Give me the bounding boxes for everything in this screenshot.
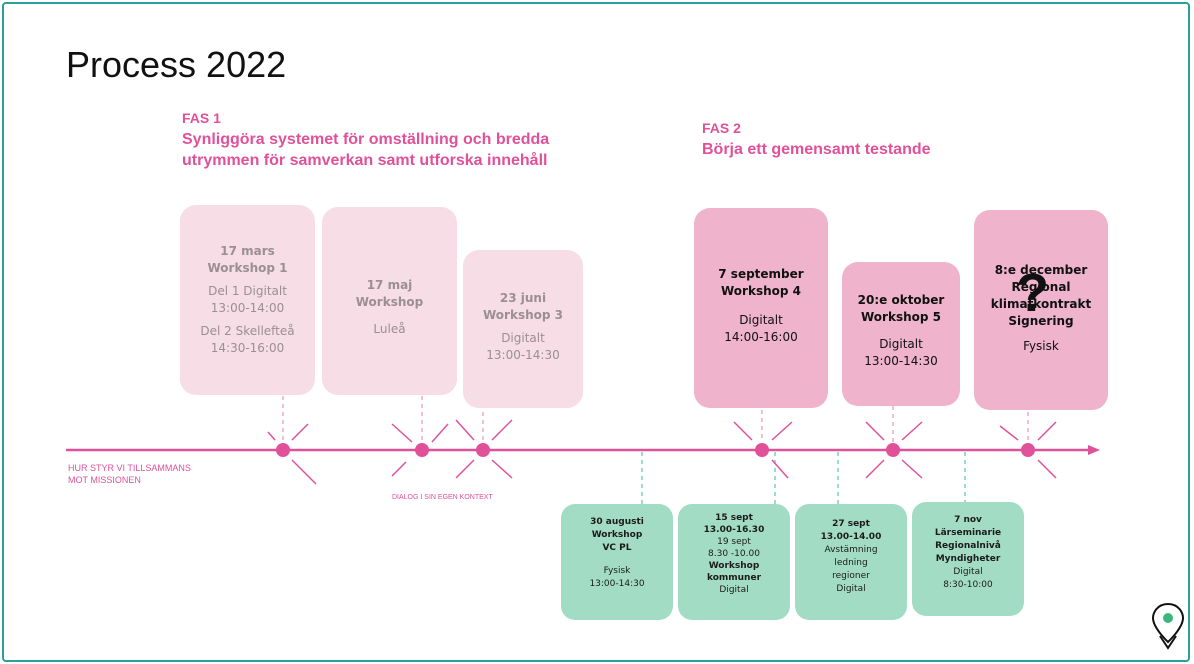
activity-3-date: 27 sept <box>832 519 870 529</box>
activity-3-title: Avstämning <box>824 545 878 555</box>
workshop-6-subtitle: klimatkontrakt <box>990 297 1092 311</box>
activity-1-date: 30 augusti <box>590 517 644 527</box>
activity-4-mode: Digital <box>953 567 983 577</box>
activity-card-3: 27 sept 13.00-14.00 Avstämning ledning r… <box>795 504 907 620</box>
activity-card-2: 15 sept 13.00-16.30 19 sept 8.30 -10.00 … <box>678 504 790 620</box>
timeline-label-line-2: MOT MISSIONEN <box>68 475 141 485</box>
activity-2-time-2: 8.30 -10.00 <box>708 549 760 559</box>
node-8-december <box>1021 443 1035 457</box>
workshop-3-date: 23 juni <box>499 291 547 305</box>
phase-2-heading: FAS 2 Börja ett gemensamt testande <box>702 118 931 160</box>
activity-4-title: Lärseminarie <box>934 528 1002 538</box>
activity-2-mode: Digital <box>719 585 749 595</box>
phase-2-label: FAS 2 <box>702 120 741 136</box>
activity-3-line-4: ledning <box>834 558 868 568</box>
workshop-6-mode: Fysisk <box>1023 339 1059 353</box>
workshop-1-title: Workshop 1 <box>207 261 288 275</box>
activity-1-mode: Fysisk <box>603 566 631 576</box>
node-23-juni <box>476 443 490 457</box>
workshop-5-date: 20:e oktober <box>857 293 945 307</box>
activity-card-1: 30 augusti Workshop VC PL Fysisk 13:00-1… <box>561 504 673 620</box>
workshop-3-mode: Digitalt <box>501 331 545 345</box>
timeline-nodes <box>276 443 1035 457</box>
workshop-2-location: Luleå <box>373 322 406 336</box>
workshop-6-date: 8:e december <box>994 263 1088 277</box>
activity-4-date: 7 nov <box>954 515 982 525</box>
activity-card-4: 7 nov Lärseminarie Regionalnivå Myndighe… <box>912 502 1024 616</box>
activity-2-title: Workshop <box>708 561 760 571</box>
question-mark: ? <box>1016 263 1049 323</box>
activity-3-line-5: regioner <box>832 571 870 581</box>
workshop-6-event: Signering <box>1008 314 1074 328</box>
node-17-maj <box>415 443 429 457</box>
workshop-1-time-2: 14:30-16:00 <box>210 341 285 355</box>
activity-2-date-2: 19 sept <box>717 537 751 547</box>
phase-1-label: FAS 1 <box>182 110 221 126</box>
timeline-arrowhead <box>1088 445 1100 455</box>
activity-2-date-1: 15 sept <box>715 513 753 523</box>
workshop-5-mode: Digitalt <box>879 337 923 351</box>
activity-1-time: 13:00-14:30 <box>589 579 645 589</box>
activity-4-audience: Myndigheter <box>935 554 1001 564</box>
phase-1-heading: FAS 1 Synliggöra systemet för omställnin… <box>182 108 549 171</box>
activity-1-subtitle: VC PL <box>602 543 632 553</box>
workshop-5-title: Workshop 5 <box>861 310 941 324</box>
workshop-3-title: Workshop 3 <box>483 308 563 322</box>
activity-4-time: 8:30-10:00 <box>943 580 993 590</box>
workshop-1-part-1: Del 1 Digitalt <box>208 284 287 298</box>
phase-1-line-2: utrymmen för samverkan samt utforska inn… <box>182 152 548 169</box>
location-pin-icon <box>1151 602 1185 650</box>
workshop-2-date: 17 maj <box>366 278 413 292</box>
timeline-label: HUR STYR VI TILLSAMMANS MOT MISSIONEN <box>68 462 191 486</box>
workshop-card-2: 17 maj Workshop Luleå <box>322 207 457 395</box>
phase-2-line-1: Börja ett gemensamt testande <box>702 141 931 158</box>
workshop-4-time: 14:00-16:00 <box>724 330 798 344</box>
burst-arrows <box>267 419 1057 485</box>
workshop-4-date: 7 september <box>718 267 804 281</box>
workshop-card-6: 8:e december Regional klimatkontrakt Sig… <box>974 210 1108 410</box>
workshop-5-time: 13:00-14:30 <box>864 354 938 368</box>
workshop-1-part-2: Del 2 Skellefteå <box>200 324 295 338</box>
activity-3-mode: Digital <box>836 584 866 594</box>
workshop-card-5: 20:e oktober Workshop 5 Digitalt 13:00-1… <box>842 262 960 406</box>
workshop-3-time: 13:00-14:30 <box>486 348 560 362</box>
workshop-4-title: Workshop 4 <box>721 284 801 298</box>
node-20-oktober <box>886 443 900 457</box>
workshop-card-1: 17 mars Workshop 1 Del 1 Digitalt 13:00-… <box>180 205 315 395</box>
activity-connectors <box>641 452 966 504</box>
workshop-6-title: Regional <box>1011 280 1071 294</box>
activity-3-time: 13.00-14.00 <box>820 532 882 542</box>
workshop-2-title: Workshop <box>355 295 424 309</box>
phase-1-line-1: Synliggöra systemet för omställning och … <box>182 131 550 148</box>
activity-4-level: Regionalnivå <box>935 541 1001 551</box>
page-title: Process 2022 <box>66 44 287 85</box>
dialog-label: DIALOG I SIN EGEN KONTEXT <box>392 494 493 501</box>
activity-2-audience: kommuner <box>706 573 762 583</box>
workshop-card-4: 7 september Workshop 4 Digitalt 14:00-16… <box>694 208 828 408</box>
workshop-1-date: 17 mars <box>220 244 275 258</box>
workshop-card-3: 23 juni Workshop 3 Digitalt 13:00-14:30 <box>463 250 583 408</box>
workshop-1-time-1: 13:00-14:00 <box>210 301 285 315</box>
workshop-connectors <box>282 396 1029 442</box>
workshop-4-mode: Digitalt <box>739 313 783 327</box>
timeline-label-line-1: HUR STYR VI TILLSAMMANS <box>68 463 191 473</box>
node-17-mars <box>276 443 290 457</box>
node-7-september <box>755 443 769 457</box>
activity-1-title: Workshop <box>591 530 643 540</box>
activity-2-time-1: 13.00-16.30 <box>703 525 765 535</box>
